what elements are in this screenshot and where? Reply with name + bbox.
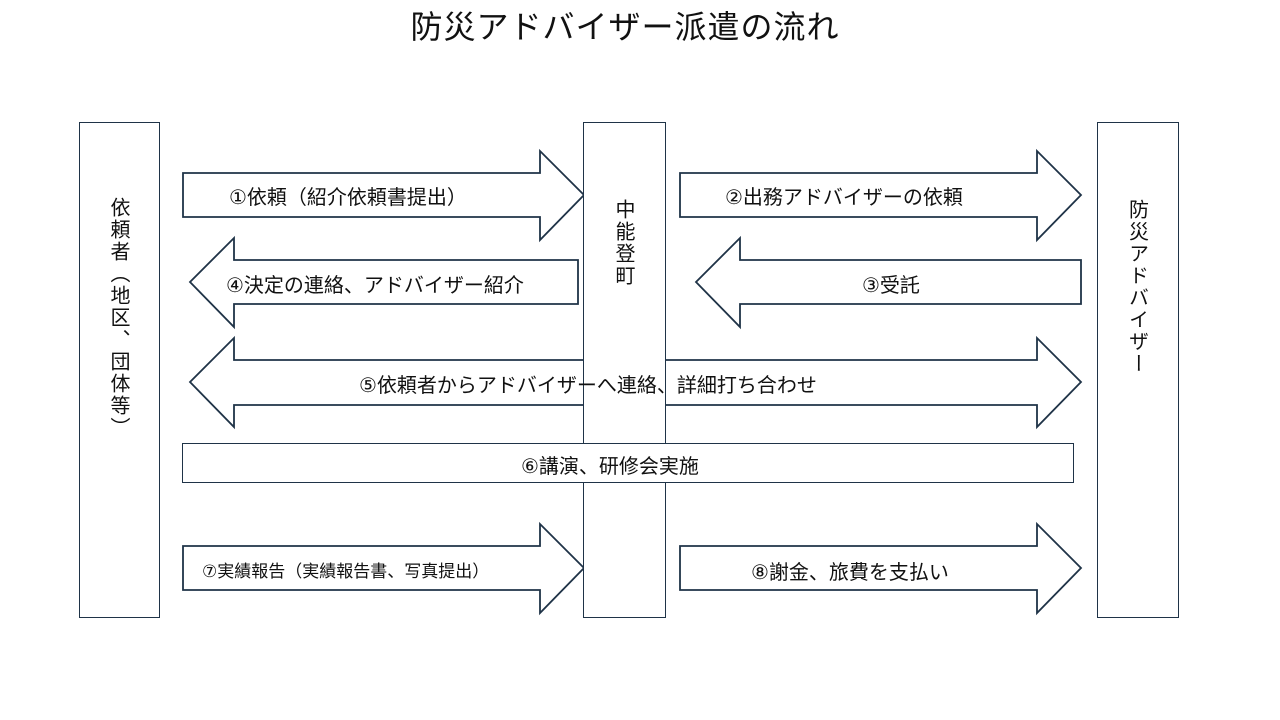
arrow-step-2 <box>679 148 1083 243</box>
diagram-title: 防災アドバイザー派遣の流れ <box>410 8 840 46</box>
town-box: 中能登町 <box>583 122 666 618</box>
step-1-label: ①依頼（紹介依頼書提出） <box>229 185 467 209</box>
step-4-label: ④決定の連絡、アドバイザー紹介 <box>226 273 524 297</box>
step-3-label: ③受託 <box>862 273 920 297</box>
step-6-label: ⑥講演、研修会実施 <box>521 454 699 478</box>
step-8-label: ⑧謝金、旅費を支払い <box>751 560 949 584</box>
arrow-step-7 <box>182 521 586 616</box>
step-2-label: ②出務アドバイザーの依頼 <box>725 185 963 209</box>
requester-label: 依頼者（地区、団体等） <box>107 197 131 439</box>
town-label: 中能登町 <box>612 199 636 287</box>
step-6-bar <box>182 443 1074 483</box>
arrow-step-3 <box>694 235 1082 330</box>
step-7-label: ⑦実績報告（実績報告書、写真提出） <box>202 562 490 582</box>
arrow-step-1 <box>182 148 586 243</box>
advisor-box: 防災アドバイザー <box>1097 122 1179 618</box>
step-5-label: ⑤依頼者からアドバイザーへ連絡、詳細打ち合わせ <box>359 373 817 397</box>
requester-box: 依頼者（地区、団体等） <box>79 122 160 618</box>
arrow-step-8 <box>679 521 1083 616</box>
arrow-step-4 <box>188 235 579 330</box>
advisor-label: 防災アドバイザー <box>1125 199 1150 375</box>
